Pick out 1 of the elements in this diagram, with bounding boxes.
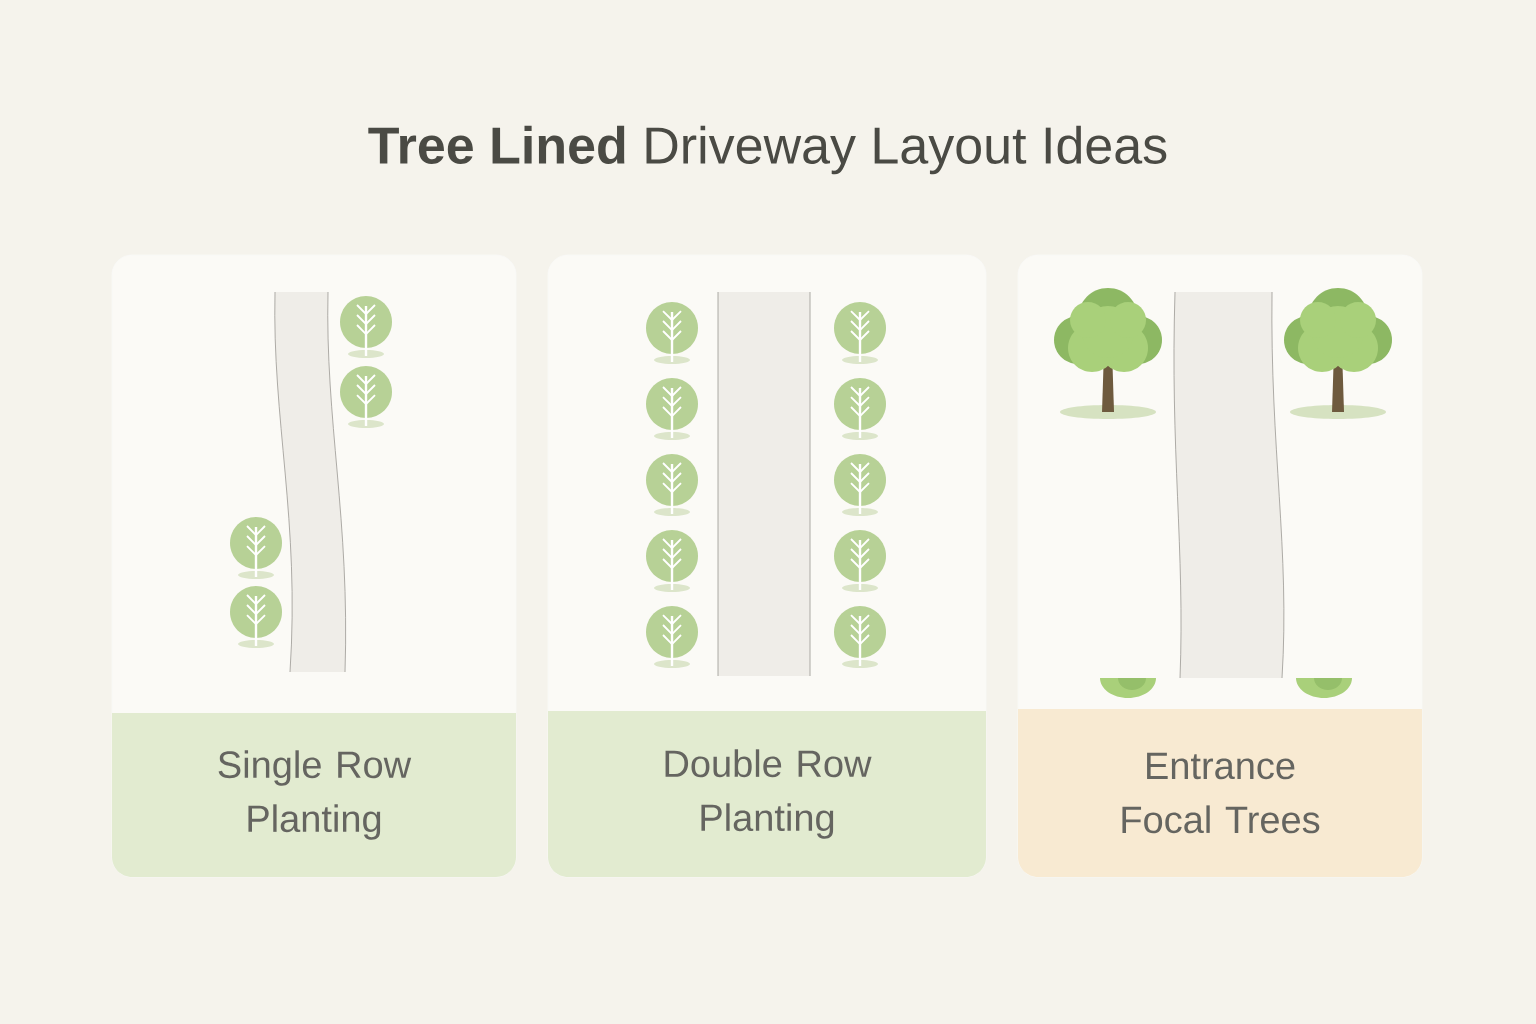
title: Tree Lined Driveway Layout Ideas	[368, 125, 1167, 175]
